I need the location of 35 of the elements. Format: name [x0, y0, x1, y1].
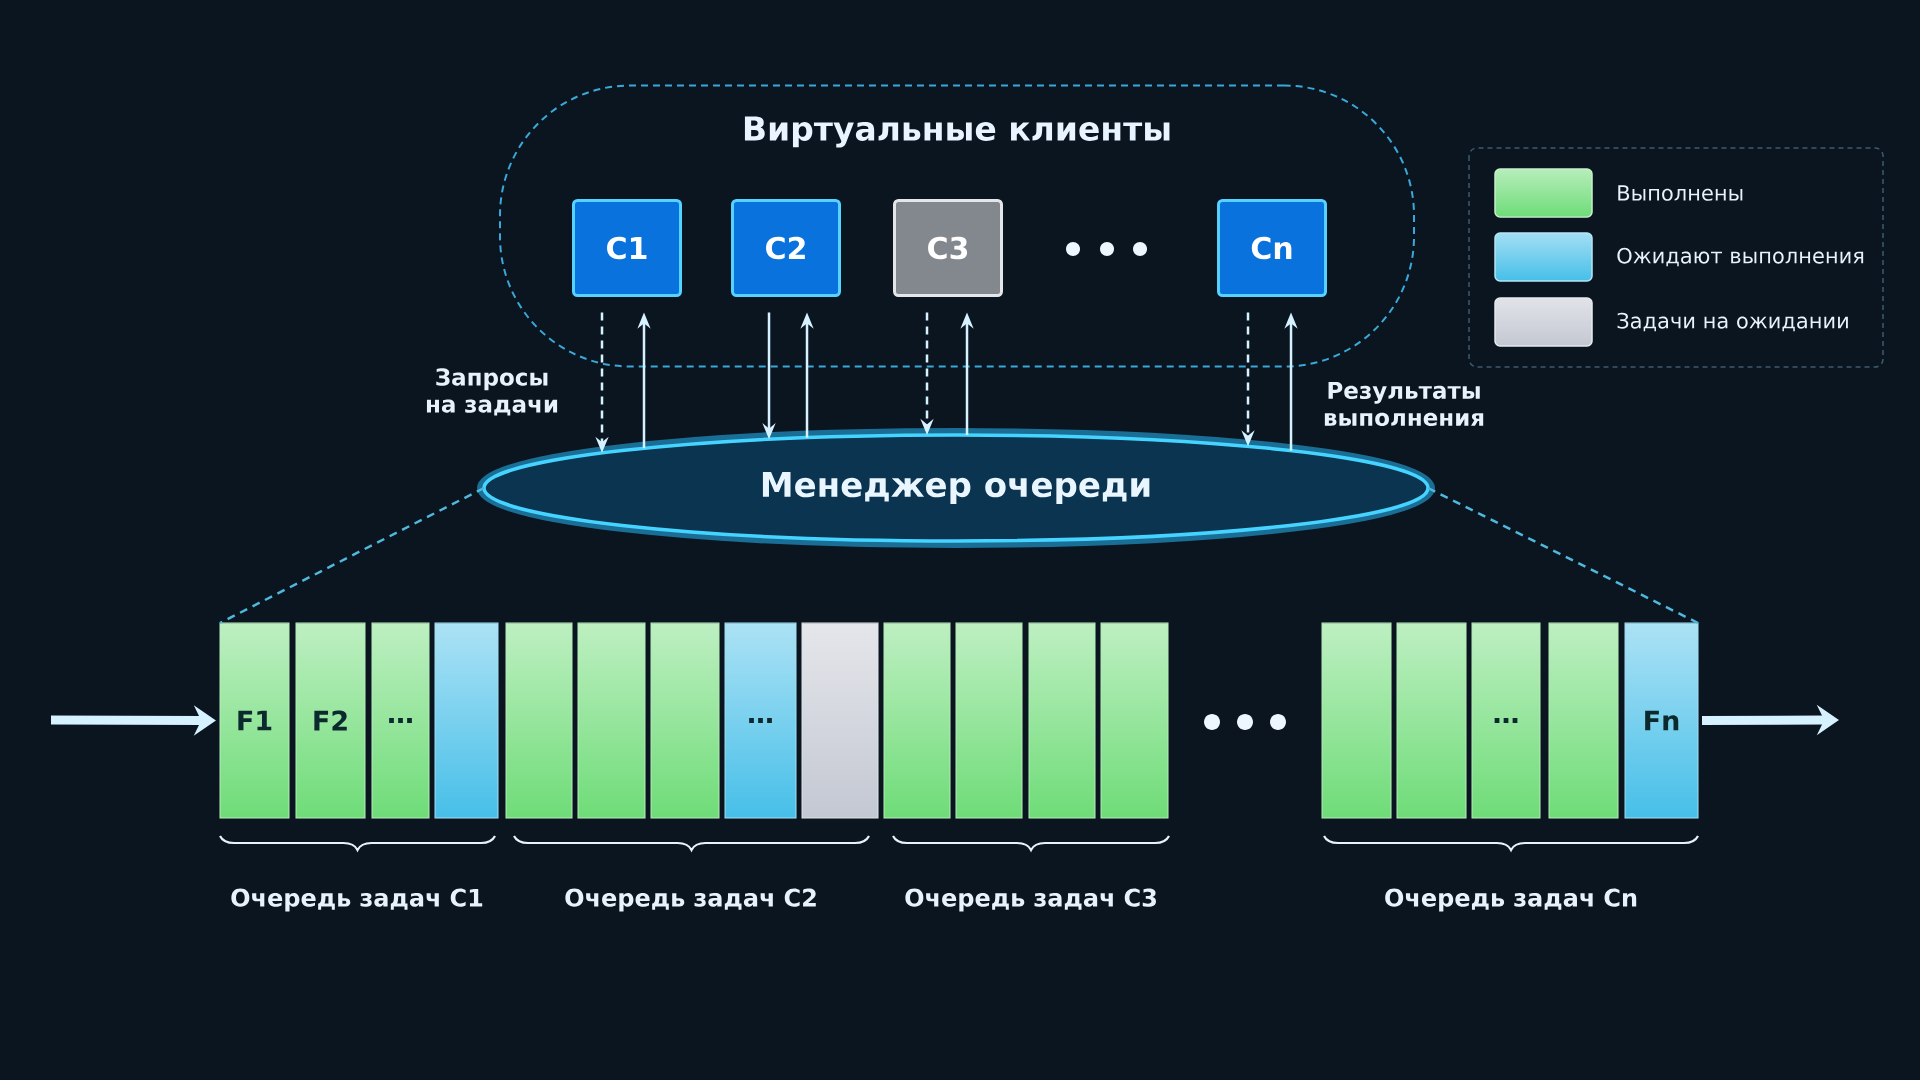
- queue-cell: [577, 622, 646, 819]
- queue-cell: [801, 622, 879, 819]
- queue-cell: …: [1471, 622, 1541, 819]
- queue-cell: [1100, 622, 1169, 819]
- legend-label: Выполнены: [1618, 185, 1743, 201]
- client-box: C2: [731, 199, 841, 297]
- queue-cell: [505, 622, 573, 819]
- group-title: Виртуальные клиенты: [744, 116, 1170, 148]
- dashed-group-outline: [499, 84, 1415, 368]
- queue-cell: [1396, 622, 1467, 819]
- client-box: Cn: [1217, 199, 1327, 297]
- client-box: C3: [893, 199, 1003, 297]
- queue-label: Очередь задач C2: [565, 888, 816, 912]
- queue-cell: [650, 622, 720, 819]
- connector-line: [219, 486, 485, 625]
- queue-label: Очередь задач C3: [905, 888, 1156, 912]
- client-box: C1: [572, 199, 682, 297]
- queue-cell: …: [371, 622, 430, 819]
- queue-cell: [1321, 622, 1392, 819]
- queue-cell: Fn: [1624, 622, 1699, 819]
- queue-cell: [883, 622, 951, 819]
- queue-cell: [1548, 622, 1619, 819]
- legend-label: Задачи на ожидании: [1617, 312, 1848, 332]
- annotation-text: Результаты выполнения: [1324, 381, 1484, 427]
- queue-cell: F2: [295, 622, 366, 819]
- legend-label: Ожидают выполнения: [1617, 247, 1864, 267]
- queue-cell: [955, 622, 1023, 819]
- connector-line: [1427, 486, 1699, 625]
- queue-cell: [1028, 622, 1096, 819]
- queue-cell: …: [724, 622, 797, 819]
- queue-label: Очередь задач Cn: [1385, 888, 1637, 912]
- annotation-text: Запросы на задачи: [426, 368, 558, 416]
- queue-cell: [434, 622, 499, 819]
- queue-label: Очередь задач C1: [231, 888, 483, 912]
- queue-cell: F1: [219, 622, 290, 819]
